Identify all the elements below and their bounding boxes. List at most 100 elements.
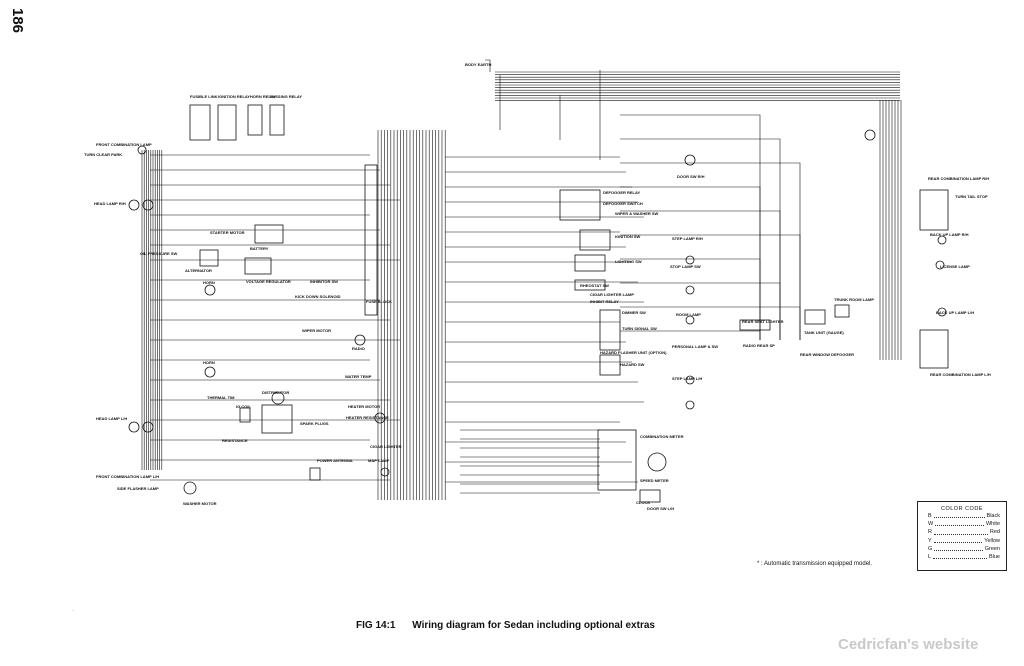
label-rear-window-defogger: REAR WINDOW DEFOGGER (800, 352, 854, 357)
head-lamp-rh-symbol (128, 199, 140, 211)
rear-seat-lighter-symbol (739, 319, 771, 331)
label-horn-top: HORN (203, 280, 215, 285)
heater-motor-symbol (374, 412, 386, 424)
step-lamp-symbol (685, 255, 695, 265)
ignition-switch-box (579, 229, 611, 251)
figure-title: Wiring diagram for Sedan including optio… (412, 620, 655, 631)
wire (620, 258, 761, 340)
label-cigar-lighter-lamp: CIGAR LIGHTER LAMP (590, 292, 634, 297)
back-up-lamp-symbol (937, 235, 947, 245)
door-switch-symbol (684, 154, 696, 166)
leader-dots (933, 528, 988, 535)
color-code-name: Green (984, 545, 1000, 552)
tank-unit-symbol (804, 309, 826, 325)
turn-signal-switch-box (599, 309, 621, 351)
color-code-letter: L (928, 554, 932, 561)
label-ignition-relay: IGNITION RELAY (218, 94, 250, 99)
label-spark-plugs: SPARK PLUGS (300, 421, 329, 426)
label-hazard-sw: HAZARD SW (620, 362, 645, 367)
radio-symbol (354, 334, 366, 346)
label-combination-meter: COMBINATION METER (640, 434, 684, 439)
label-step-lamp-rh: STEP LAMP R/H (672, 236, 703, 241)
fusible-link-box (189, 104, 211, 141)
label-ig-coil: IG COIL (236, 404, 251, 409)
label-side-flasher-lamp: SIDE FLASHER LAMP (117, 486, 159, 491)
wire (620, 114, 761, 340)
label-turn-signal-sw: TURN SIGNAL SW (622, 326, 657, 331)
label-defogger-switch: DEFOGGER SWITCH (603, 201, 643, 206)
horn-symbol (204, 366, 216, 378)
leader-dots (933, 537, 983, 543)
color-code-letter: R (928, 529, 932, 536)
washer-motor-symbol (183, 481, 197, 495)
color-code-row: W White (918, 520, 1006, 528)
label-thermal-tim: THERMAL TIM (207, 395, 235, 400)
label-rheostat-sw: RHEOSTAT SW (580, 283, 609, 288)
room-lamp-symbol (685, 315, 695, 325)
label-back-up-lamp-rh: BACK UP LAMP R/H (930, 232, 969, 237)
alternator-symbol (199, 249, 219, 267)
label-clock: CLOCK (636, 500, 650, 505)
label-head-lamp-lh: HEAD LAMP L/H (96, 416, 127, 421)
label-heater-motor: HEATER MOTOR (348, 404, 380, 409)
head-lamp-rh-symbol (142, 199, 154, 211)
hazard-switch-box (599, 354, 621, 376)
license-lamp-symbol (935, 260, 945, 270)
label-horn-relay: HORN RELAY (250, 94, 276, 99)
label-wiper-and-washer-sw: WIPER & WASHER SW (615, 211, 659, 216)
label-speed meter: SPEED METER (640, 478, 669, 483)
label-oil-pressure-sw: OIL PRESSURE SW (140, 251, 177, 256)
front-combination-lamp-symbol (137, 145, 147, 155)
speed-meter-dial (647, 452, 667, 472)
label-step-lamp-lh: STEP LAMP L/H (672, 376, 702, 381)
label-front-combination-lamp-lh: FRONT COMBINATION LAMP L/H (96, 474, 159, 479)
label-lighting-sw: LIGHTING SW (615, 259, 642, 264)
figure-caption: FIG 14:1 Wiring diagram for Sedan includ… (356, 620, 655, 631)
label-tank-unit: TANK UNIT (GAUGE) (804, 330, 844, 335)
voltage-regulator-box (244, 257, 272, 275)
label-turn-tail-stop: TURN TAIL STOP (955, 194, 988, 199)
label-voltage-regulator: VOLTAGE REGULATOR (246, 279, 291, 284)
label-passing-relay: PASSING RELAY (270, 94, 302, 99)
label-room-lamp: ROOM LAMP (676, 312, 701, 317)
label-wiper-motor: WIPER MOTOR (302, 328, 331, 333)
leader-dots (934, 545, 983, 552)
horn-relay-box (247, 104, 263, 136)
label-distributor: DISTRIBUTOR (262, 390, 289, 395)
lighting-switch-box (574, 254, 606, 272)
footnote: * : Automatic transmission equipped mode… (757, 561, 873, 567)
label-cigar-lighter: CIGAR LIGHTER (370, 444, 402, 449)
power-antenna-symbol (309, 467, 321, 481)
label-heater-resistance: HEATER RESISTANCE (346, 415, 389, 420)
horn-symbol (204, 284, 216, 296)
color-code-name: White (985, 521, 1000, 528)
label-door-sw-rh: DOOR SW R/H (677, 174, 705, 179)
label-water-temp: WATER TEMP (345, 374, 372, 379)
clock-symbol (639, 489, 661, 503)
passing-relay-box (269, 104, 285, 136)
color-code-letter: W (928, 521, 934, 528)
rear-combination-lamp-rh-box (919, 189, 949, 231)
rheostat-switch-box (574, 279, 606, 291)
fuse-block-symbol (364, 164, 378, 316)
cigar-lighter-symbol (380, 467, 390, 477)
label-alternator: ALTERNATOR (185, 268, 212, 273)
wire (485, 59, 491, 72)
color-code-name: Yellow (984, 537, 1000, 544)
head-lamp-lh-symbol (142, 421, 154, 433)
step-lamp-symbol (685, 285, 695, 295)
label-head-lamp-rh: HEAD LAMP R/H (94, 201, 126, 206)
label-body-earth: BODY EARTH (465, 62, 491, 67)
label-battery: BATTERY (250, 246, 269, 251)
label-washer-motor: WASHER MOTOR (183, 501, 217, 506)
rear-combination-lamp-lh-box (919, 329, 949, 369)
label-resistance: RESISTANCE (222, 438, 248, 443)
wire (620, 306, 801, 340)
label-inhibitor-sw: INHIBITOR SW (310, 279, 338, 284)
label-map-lamp: MAP LAMP (368, 458, 390, 463)
